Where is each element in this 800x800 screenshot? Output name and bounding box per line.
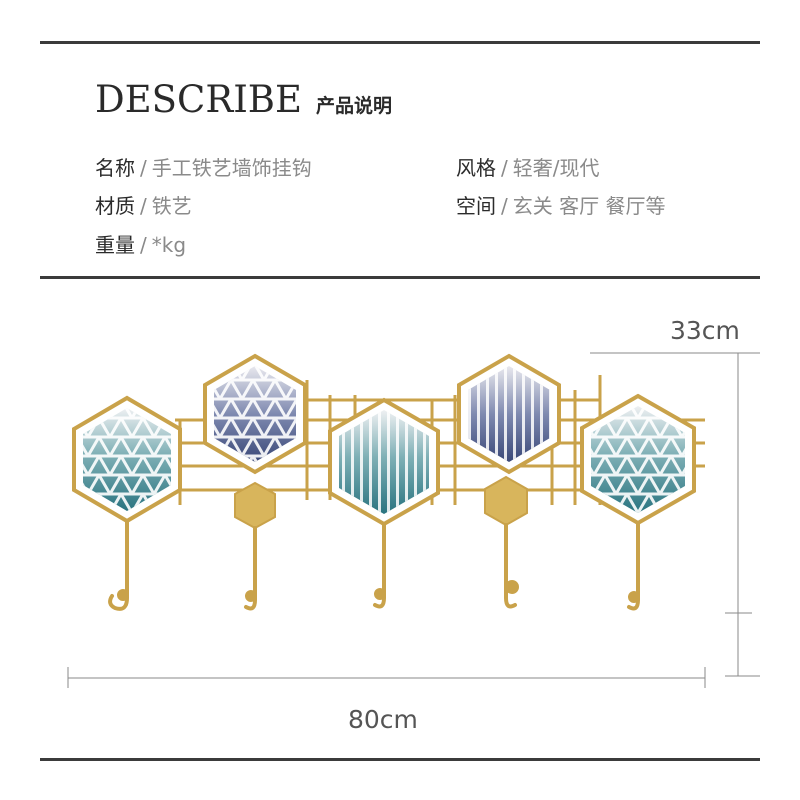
spec-space-label: 空间: [456, 194, 496, 218]
hook-2: [244, 526, 257, 611]
height-dimension-label: 33cm: [670, 316, 740, 345]
spec-weight-value: *kg: [151, 233, 187, 257]
heading-english: DESCRIBE: [95, 78, 303, 121]
top-rule: [40, 41, 760, 44]
spec-separator: /: [140, 233, 147, 257]
gold-plate-1: [234, 481, 276, 530]
hexagon-ornament-5: [580, 393, 696, 526]
spec-name-label: 名称: [95, 156, 135, 180]
spec-weight: 重量/*kg: [95, 229, 186, 258]
spec-name-value: 手工铁艺墙饰挂钩: [151, 156, 312, 180]
spec-separator: /: [140, 194, 147, 218]
middle-rule: [40, 276, 760, 279]
hexagon-ornament-3: [328, 397, 440, 527]
spec-material: 材质/铁艺: [95, 190, 192, 219]
hexagon-ornament-1: [72, 395, 182, 524]
spec-separator: /: [140, 156, 147, 180]
heading-chinese: 产品说明: [316, 95, 393, 117]
hook-1: [108, 519, 129, 611]
spec-space: 空间/玄关 客厅 餐厅等: [456, 190, 665, 219]
spec-style-value: 轻奢/现代: [512, 156, 600, 180]
spec-weight-label: 重量: [95, 233, 135, 257]
hexagon-ornament-2: [203, 353, 307, 475]
gold-plate-2: [484, 475, 528, 527]
height-dimension-line: [590, 352, 760, 677]
spec-separator: /: [501, 156, 508, 180]
spec-style: 风格/轻奢/现代: [456, 152, 600, 181]
spec-space-value: 玄关 客厅 餐厅等: [512, 194, 666, 218]
hook-4: [504, 523, 519, 609]
spec-material-label: 材质: [95, 194, 135, 218]
hook-5: [627, 521, 640, 611]
width-dimension-line: [67, 667, 706, 688]
section-heading: DESCRIBE 产品说明: [95, 78, 392, 121]
spec-separator: /: [501, 194, 508, 218]
spec-material-value: 铁艺: [151, 194, 192, 218]
spec-name: 名称/手工铁艺墙饰挂钩: [95, 152, 312, 181]
width-dimension-label: 80cm: [348, 705, 418, 734]
spec-style-label: 风格: [456, 156, 496, 180]
hexagon-ornament-4: [457, 353, 561, 475]
hook-3: [373, 522, 386, 609]
bottom-rule: [40, 758, 760, 761]
